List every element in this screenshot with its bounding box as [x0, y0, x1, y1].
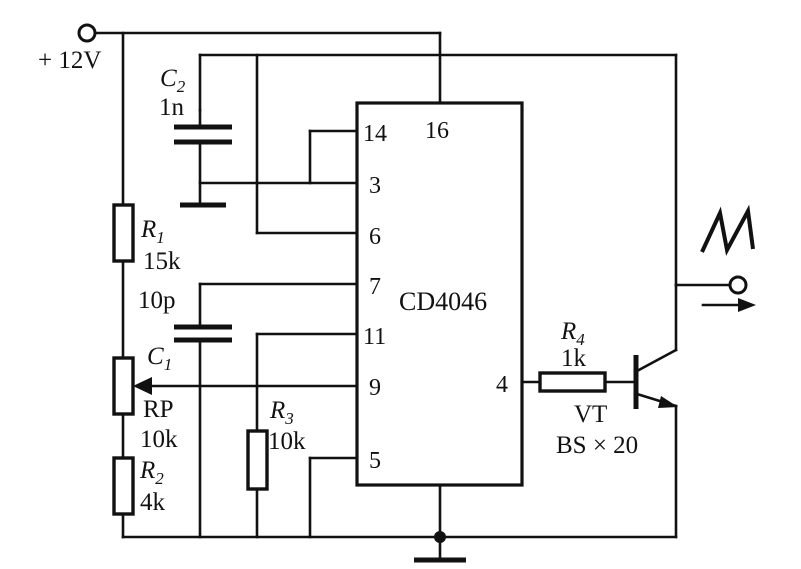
r1-designator: R1: [140, 216, 165, 247]
pin-16-label: 16: [425, 118, 449, 144]
c1-value: 10p: [138, 287, 176, 314]
r4-designator: R4: [560, 318, 585, 349]
resistor-r3[interactable]: [246, 429, 269, 491]
vt-part: BS × 20: [556, 432, 638, 459]
r1-value: 15k: [143, 248, 181, 275]
rp-name: RP: [143, 396, 174, 423]
rp-value: 10k: [140, 426, 178, 453]
pin5-ground-wire: [308, 456, 359, 539]
r3-wiring: [255, 332, 359, 539]
capacitor-c1[interactable]: [174, 324, 232, 343]
sawtooth-waveform-icon: [700, 204, 755, 256]
pin-7-label: 7: [369, 274, 381, 300]
resistor-r1[interactable]: [112, 203, 135, 263]
supply-label: + 12V: [38, 47, 101, 74]
top-loop-wire: [198, 53, 678, 287]
vt-name: VT: [574, 401, 607, 428]
ground-junction: [434, 531, 446, 543]
output-terminal[interactable]: [728, 275, 748, 295]
pin14-pin3-link: [308, 129, 359, 185]
pin-6-label: 6: [369, 224, 381, 250]
rp-wiper-to-pin9: [133, 377, 359, 395]
capacitor-c2[interactable]: [174, 124, 232, 145]
r3-designator: R3: [269, 397, 294, 428]
c2-ground-wire: [180, 108, 359, 208]
pin-11-label: 11: [363, 324, 386, 350]
c1-designator: C1: [147, 343, 172, 374]
r2-value: 4k: [140, 489, 166, 516]
r4-value: 1k: [561, 345, 587, 372]
resistor-r4[interactable]: [538, 371, 607, 393]
pin-5-label: 5: [369, 448, 381, 474]
pin-3-label: 3: [369, 173, 381, 199]
pin-14-label: 14: [363, 121, 387, 147]
ground-rail: [121, 483, 678, 563]
supply-terminal[interactable]: [77, 23, 97, 43]
c1-wiring: [198, 282, 359, 539]
r3-value: 10k: [268, 428, 306, 455]
c2-designator: C2: [160, 65, 186, 96]
supply-rail: [85, 31, 442, 207]
transistor-vt[interactable]: [633, 283, 678, 539]
ic-name: CD4046: [399, 287, 487, 316]
c2-value: 1n: [159, 94, 185, 121]
ic-cd4046[interactable]: [355, 101, 524, 487]
pin-9-label: 9: [369, 375, 381, 401]
r2-designator: R2: [139, 457, 164, 488]
pin-4-label: 4: [496, 372, 508, 398]
potentiometer-rp[interactable]: [112, 356, 135, 416]
output-arrow-icon: [701, 298, 756, 312]
resistor-r2[interactable]: [112, 456, 135, 516]
